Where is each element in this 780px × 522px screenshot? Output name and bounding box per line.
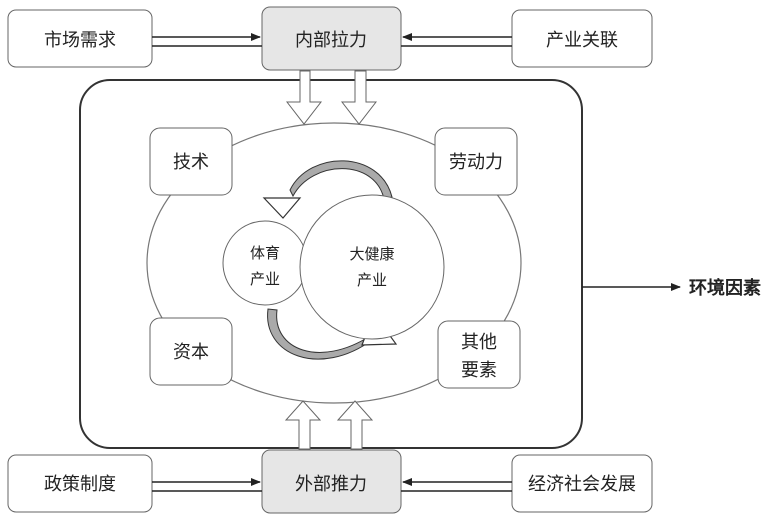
labor-box: 劳动力 xyxy=(434,127,518,196)
internal-pull-label: 内部拉力 xyxy=(295,30,367,51)
socioeconomic-box: 经济社会发展 xyxy=(511,454,653,513)
industry-linkage-label: 产业关联 xyxy=(546,30,618,51)
policy-system-label: 政策制度 xyxy=(44,474,116,495)
other-factors-label-1: 其他 xyxy=(461,332,497,353)
sports-industry-circle: 体育 产业 xyxy=(222,220,308,306)
sports-label-1: 体育 xyxy=(250,244,280,262)
capital-label: 资本 xyxy=(173,342,209,363)
external-push-box: 外部推力 xyxy=(261,449,402,514)
other-factors-box: 其他 要素 xyxy=(437,320,521,389)
hollow-arrows-down xyxy=(285,70,378,125)
health-label-1: 大健康 xyxy=(349,245,394,263)
industry-linkage-box: 产业关联 xyxy=(511,9,653,68)
market-demand-label: 市场需求 xyxy=(44,30,116,51)
technology-box: 技术 xyxy=(149,127,233,196)
policy-system-box: 政策制度 xyxy=(7,454,153,513)
internal-pull-box: 内部拉力 xyxy=(261,6,402,71)
horizontal-arrows xyxy=(152,33,512,492)
labor-label: 劳动力 xyxy=(449,152,503,173)
environment-loop xyxy=(79,79,583,449)
external-push-label: 外部推力 xyxy=(295,474,367,495)
health-label-2: 产业 xyxy=(357,271,387,289)
technology-label: 技术 xyxy=(173,152,209,173)
sports-label-2: 产业 xyxy=(250,270,280,288)
hollow-arrows-up xyxy=(284,400,374,450)
socioeconomic-label: 经济社会发展 xyxy=(528,474,636,495)
market-demand-box: 市场需求 xyxy=(7,9,153,68)
health-industry-circle: 大健康 产业 xyxy=(299,194,445,340)
cycle-arrow-top xyxy=(262,160,393,219)
capital-box: 资本 xyxy=(149,317,233,386)
other-factors-label-2: 要素 xyxy=(461,360,497,381)
environment-label: 环境因素 xyxy=(689,277,761,299)
